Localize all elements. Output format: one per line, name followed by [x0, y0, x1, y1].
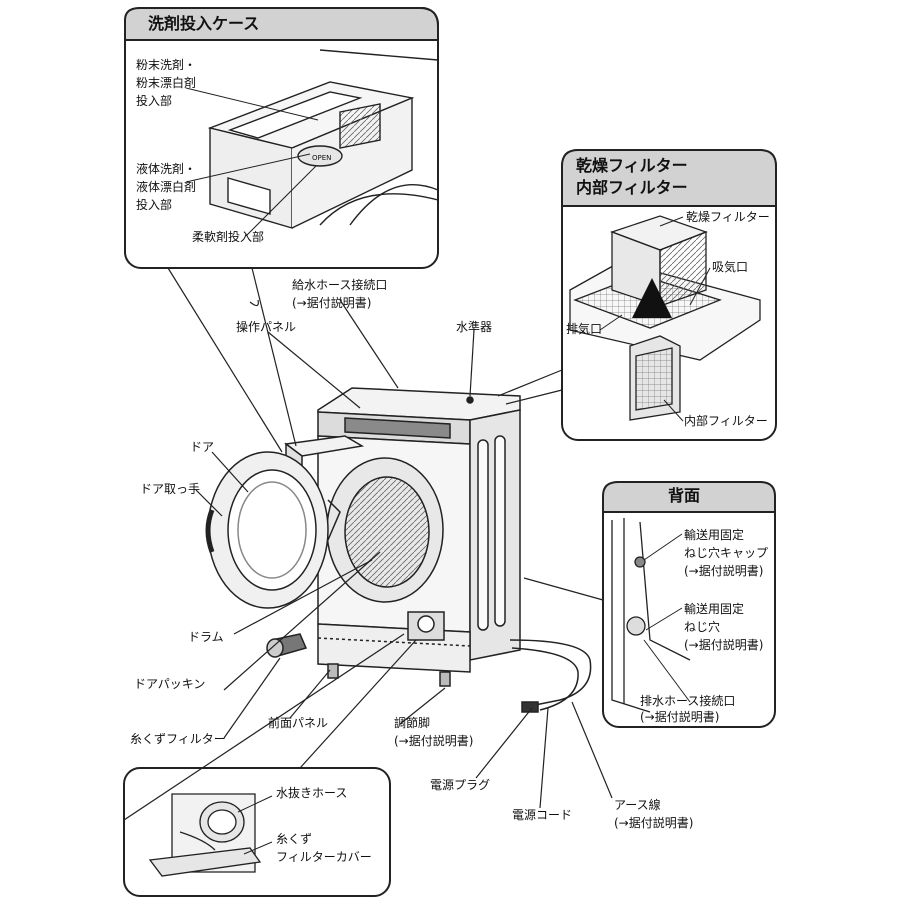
label-water-hose-inlet-1: 給水ホース接続口 [292, 278, 388, 292]
label-drum: ドラム [188, 630, 224, 644]
label-exhaust: 排気口 [566, 322, 603, 336]
label-lint-filter: 糸くずフィルター [130, 732, 226, 746]
label-lint-filter-cover-2: フィルターカバー [276, 850, 372, 864]
label-power-plug: 電源プラグ [430, 778, 491, 792]
label-transport-screw-hole-3: (→据付説明書) [684, 638, 764, 652]
door-packing-part [266, 633, 308, 658]
drum [344, 476, 430, 588]
label-drain-hose: 水抜きホース [276, 786, 348, 800]
label-liquid-detergent-2: 液体漂白剤 [136, 180, 197, 194]
label-door: ドア [190, 440, 215, 454]
panel-back [602, 481, 776, 728]
label-adjust-foot-1: 調節脚 [394, 716, 431, 730]
label-softener: 柔軟剤投入部 [192, 230, 265, 244]
panel-dry-filter [561, 149, 777, 441]
panel-title-detergent-case: 洗剤投入ケース [148, 14, 260, 33]
panel-detergent-case: OPEN [124, 7, 439, 269]
power-cord-lines [509, 639, 592, 713]
leader-lines [123, 267, 613, 821]
label-transport-screw-hole-1: 輸送用固定 [684, 602, 745, 616]
label-power-cord: 電源コード [512, 808, 573, 822]
panel-drain-hose [123, 767, 391, 897]
label-ground-wire-1: アース線 [614, 798, 661, 812]
label-liquid-detergent-1: 液体洗剤・ [136, 162, 197, 176]
label-dry-filter: 乾燥フィルター [686, 210, 770, 224]
label-drain-hose-inlet-2: (→据付説明書) [640, 710, 720, 724]
label-intake: 吸気口 [712, 260, 749, 274]
label-powder-detergent-2: 粉末漂白剤 [136, 76, 197, 90]
label-door-packing: ドアパッキン [134, 677, 206, 691]
washing-machine [284, 387, 521, 687]
label-transport-screw-cap-3: (→据付説明書) [684, 564, 764, 578]
label-drain-hose-inlet-1: 排水ホース接続口 [640, 694, 736, 708]
label-liquid-detergent-3: 投入部 [136, 198, 173, 212]
panel-title-inner-filter: 内部フィルター [576, 178, 688, 197]
panel-title-back: 背面 [668, 486, 701, 505]
door [205, 451, 341, 609]
dispenser-open-mark: OPEN [312, 154, 331, 162]
label-water-hose-inlet-2: (→据付説明書) [292, 296, 372, 310]
label-control-panel: 操作パネル [236, 320, 297, 334]
label-transport-screw-hole-2: ねじ穴 [684, 620, 721, 634]
label-level: 水準器 [456, 320, 493, 334]
label-ground-wire-2: (→据付説明書) [614, 816, 694, 830]
label-transport-screw-cap-2: ねじ穴キャップ [684, 546, 769, 560]
label-powder-detergent-3: 投入部 [136, 94, 173, 108]
label-adjust-foot-2: (→据付説明書) [394, 734, 474, 748]
panel-title-dry-filter: 乾燥フィルター [576, 156, 688, 175]
label-door-handle: ドア取っ手 [140, 482, 201, 496]
label-lint-filter-cover-1: 糸くず [276, 832, 313, 846]
label-front-panel: 前面パネル [268, 716, 329, 730]
label-powder-detergent-1: 粉末洗剤・ [136, 58, 197, 72]
label-inner-filter: 内部フィルター [684, 414, 768, 428]
label-transport-screw-cap-1: 輸送用固定 [684, 528, 745, 542]
